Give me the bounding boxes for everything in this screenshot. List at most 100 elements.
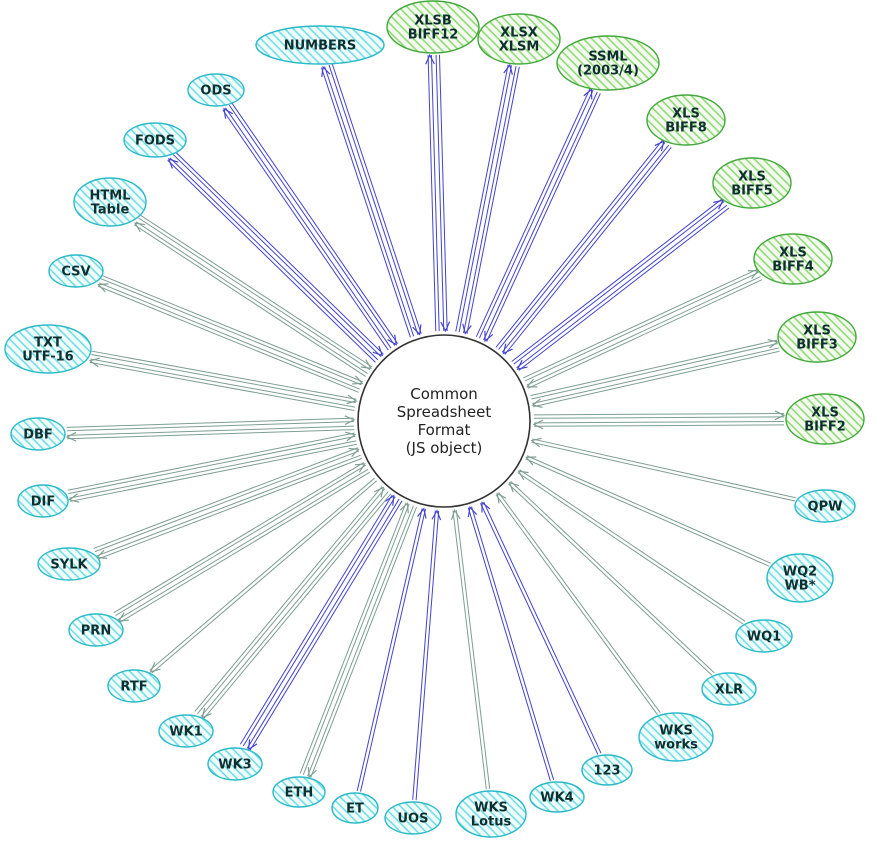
edge-arrowhead-xlsx-xlsm bbox=[503, 63, 513, 75]
edge-line-xls-biff5 bbox=[511, 198, 723, 362]
edge-line-xls-biff2 bbox=[533, 416, 784, 419]
edge-line-txt-utf16 bbox=[90, 358, 356, 408]
edge-arrowhead-xlsb-biff12 bbox=[425, 53, 435, 65]
edge-line-sylk bbox=[97, 457, 363, 560]
format-node-label-numbers: NUMBERS bbox=[284, 39, 357, 54]
edge-line-numbers bbox=[328, 64, 419, 335]
edge-line-fods bbox=[172, 154, 382, 357]
edge-line-wk3 bbox=[242, 496, 396, 747]
edge-line-wk1 bbox=[200, 491, 389, 717]
edge-line-uos bbox=[415, 510, 440, 801]
edge-line-csv bbox=[99, 282, 360, 390]
format-node-label-uos: UOS bbox=[398, 812, 429, 827]
edge-line-prn bbox=[115, 464, 366, 617]
edge-line-txt-utf16 bbox=[91, 350, 357, 400]
format-node-label-et: ET bbox=[346, 802, 364, 817]
edge-arrowhead-numbers bbox=[412, 324, 422, 336]
format-node-ellipse-xlsb-biff12 bbox=[386, 0, 480, 54]
format-node-sylk: SYLK bbox=[37, 547, 101, 581]
edge-line-ssml bbox=[486, 93, 601, 342]
format-node-ellipse-dif bbox=[17, 484, 69, 518]
format-node-label-eth: ETH bbox=[285, 786, 314, 801]
edge-line-xls-biff4 bbox=[524, 271, 759, 382]
edge-line-123 bbox=[483, 501, 602, 754]
format-node-ellipse-wk4 bbox=[529, 781, 585, 813]
edge-arrowhead-ods bbox=[223, 107, 234, 119]
edge-line-eth bbox=[307, 505, 414, 777]
edge-line-wk1 bbox=[194, 486, 383, 712]
format-node-ellipse-wks-works bbox=[638, 712, 714, 762]
edge-line-txt-utf16 bbox=[91, 354, 356, 404]
edge-line-ods bbox=[228, 104, 396, 346]
edge-arrowhead-csv bbox=[97, 283, 109, 293]
format-node-ellipse-dbf bbox=[10, 417, 66, 451]
edge-line-xlsb-biff12 bbox=[430, 55, 440, 332]
edge-arrowhead-xlsx-xlsm bbox=[462, 323, 472, 335]
edge-line-fods bbox=[175, 151, 384, 355]
edge-arrowhead-fods bbox=[167, 158, 179, 169]
edge-arrowhead-ssml bbox=[484, 330, 494, 343]
edge-line-xlsb-biff12 bbox=[435, 54, 445, 331]
edge-line-xlsb-biff12 bbox=[427, 55, 437, 332]
edge-line-xls-biff8 bbox=[495, 139, 663, 348]
edge-line-rtf bbox=[151, 480, 378, 674]
edge-line-xls-biff8 bbox=[501, 144, 670, 353]
edge-arrowhead-xlr bbox=[508, 481, 520, 493]
edge-line-prn bbox=[113, 462, 365, 614]
format-node-ellipse-fods bbox=[123, 122, 187, 158]
format-node-label-rtf: RTF bbox=[120, 680, 147, 695]
edge-line-et bbox=[360, 508, 426, 792]
format-node-ellipse-html-table bbox=[73, 177, 147, 227]
format-node-ellipse-ods bbox=[187, 73, 245, 107]
edge-line-xlr bbox=[508, 483, 713, 676]
edge-line-wq1 bbox=[519, 469, 746, 622]
edge-line-csv bbox=[100, 278, 362, 386]
edge-arrowhead-csv bbox=[352, 375, 364, 385]
format-node-xlr: XLR bbox=[701, 672, 757, 706]
edge-arrowhead-wks-lotus bbox=[450, 508, 461, 521]
edge-line-ods bbox=[225, 107, 392, 349]
edge-arrowhead-xls-biff2 bbox=[532, 419, 544, 430]
format-node-ellipse-csv bbox=[48, 254, 104, 288]
format-node-ellipse-xls-biff8 bbox=[646, 94, 726, 146]
edge-line-dbf bbox=[66, 421, 354, 432]
edge-line-xls-biff3 bbox=[532, 347, 779, 404]
format-node-prn: PRN bbox=[68, 613, 124, 647]
format-node-123: 123 bbox=[581, 754, 633, 786]
format-node-label-wk4: WK4 bbox=[540, 791, 573, 806]
format-node-ellipse-uos bbox=[384, 801, 442, 835]
edge-arrowhead-dbf bbox=[65, 431, 77, 442]
format-node-ellipse-xls-biff3 bbox=[777, 311, 857, 363]
format-node-ellipse-wq1 bbox=[735, 619, 793, 653]
edge-line-dbf bbox=[67, 429, 355, 440]
edge-line-xls-biff5 bbox=[518, 207, 730, 371]
edge-line-xlsx-xlsm bbox=[455, 64, 509, 332]
format-node-ellipse-123 bbox=[581, 754, 633, 786]
format-node-ellipse-et bbox=[331, 792, 379, 824]
edge-arrowhead-dif bbox=[345, 431, 357, 442]
format-node-label-qpw: QPW bbox=[808, 500, 843, 515]
edge-line-wk1 bbox=[203, 493, 392, 720]
edge-line-xls-biff2 bbox=[534, 421, 785, 424]
edge-line-dif bbox=[69, 443, 357, 502]
format-node-uos: UOS bbox=[384, 801, 442, 835]
edge-line-rtf bbox=[149, 477, 375, 671]
format-node-label-csv: CSV bbox=[61, 265, 90, 280]
edge-arrowhead-wk1 bbox=[374, 486, 385, 498]
